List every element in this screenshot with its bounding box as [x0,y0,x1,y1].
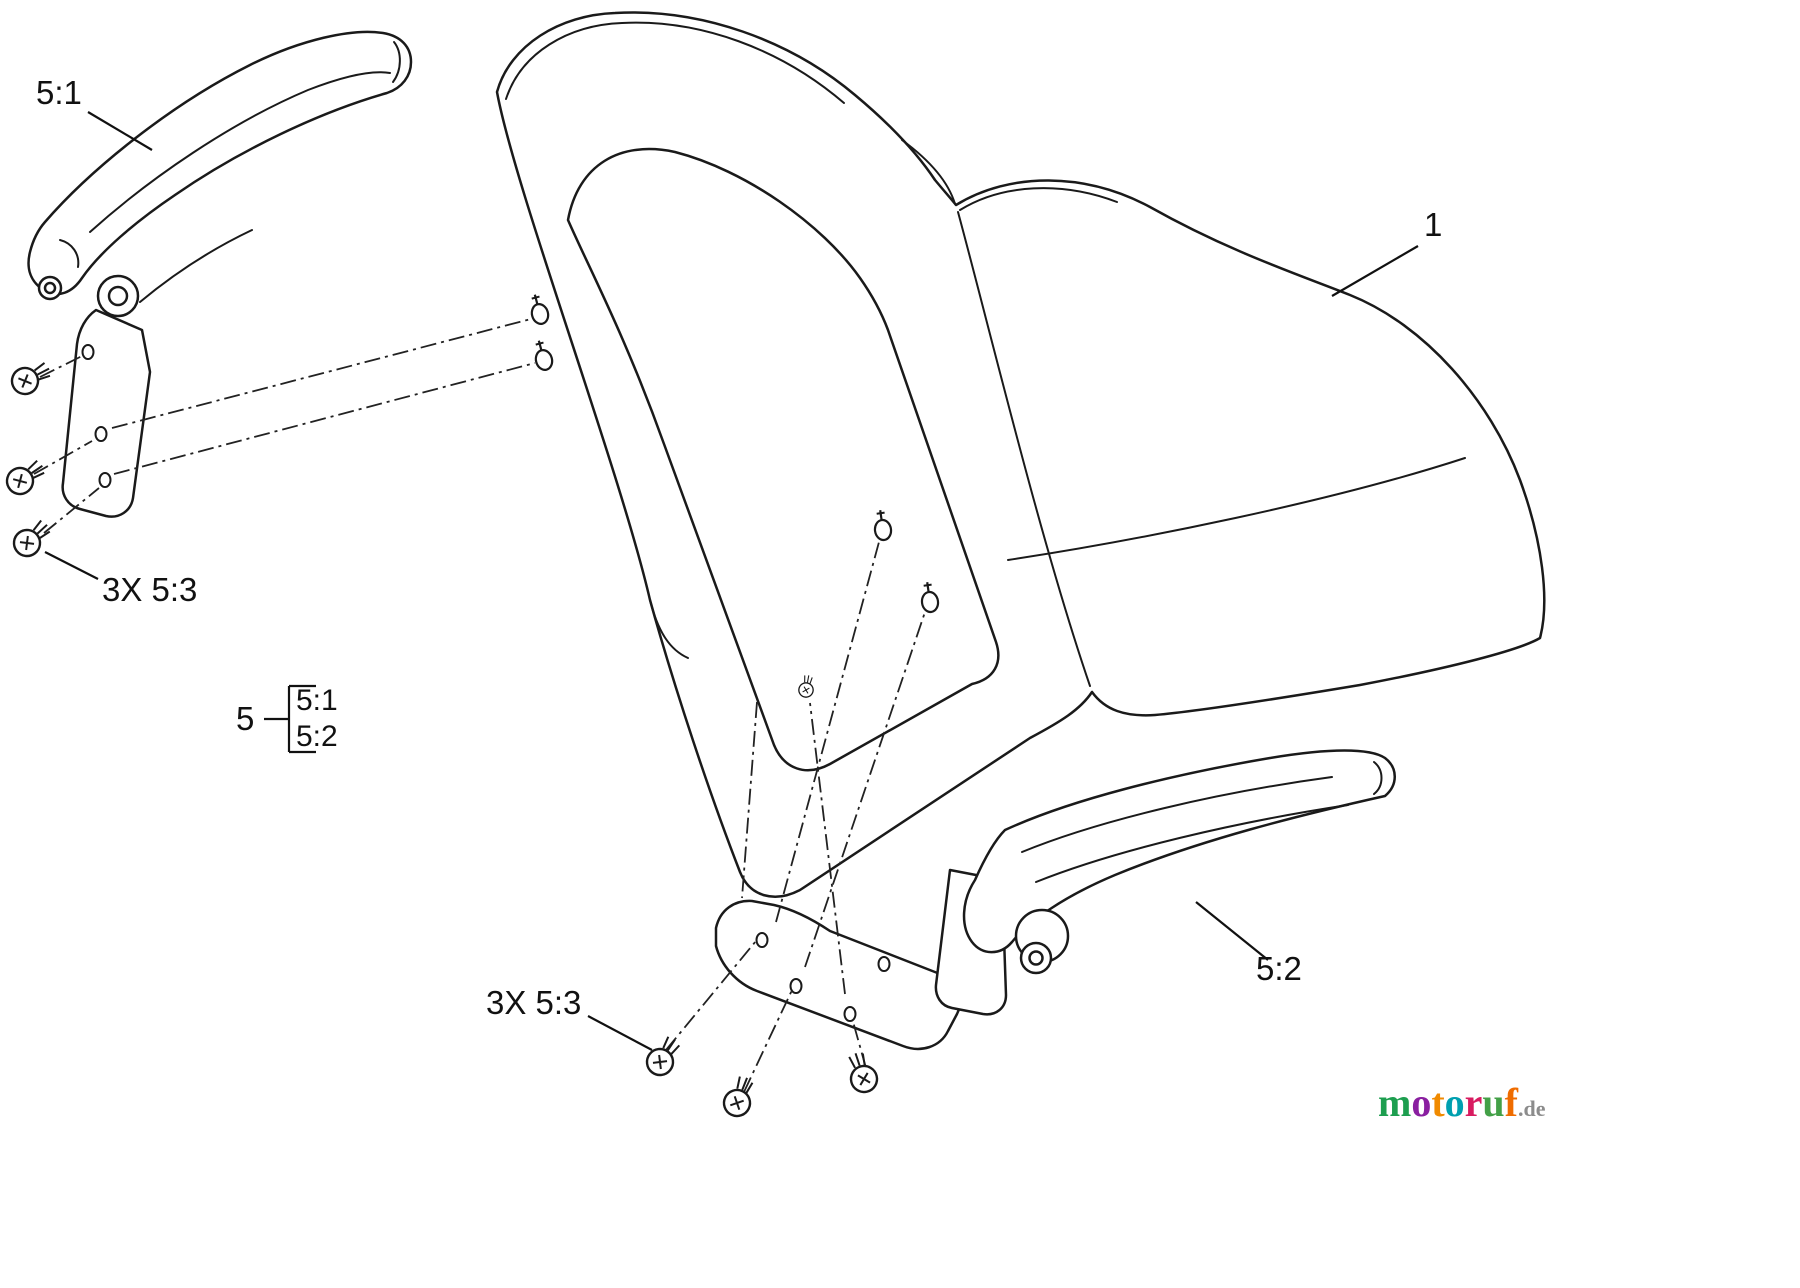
plate-hole [877,956,891,972]
seat-mount-plate [714,899,962,1051]
align-line [113,362,536,475]
plate-hole [789,978,803,994]
align-line [111,318,532,429]
callout-hardware-bottom: 3X 5:3 [486,984,581,1021]
armrest-right-seam-2 [1035,804,1349,883]
bracket-hole [98,472,112,488]
watermark-letter: r [1465,1080,1483,1125]
align-line [39,353,87,378]
armrest-left-end-button-center [43,281,57,295]
align-line [741,701,758,899]
align-line [33,440,93,475]
watermark-letter: o [1411,1080,1431,1125]
armrest-right-assembly [934,749,1396,1016]
backrest-cushion-boundary [957,211,1091,687]
armrest-left-seam-1 [89,71,391,233]
callout-labels: 5:1 1 3X 5:3 5 5:1 5:2 3X 5:3 5:2 [36,74,1442,1021]
armrest-right-tip-seam [1373,761,1383,795]
group-bracket [264,684,316,754]
leader-armrest-top [87,111,153,151]
armrest-left-support-seam [139,229,253,303]
armrest-left-pivot-center [107,285,129,307]
callout-seat: 1 [1424,206,1442,243]
armrest-right-pivot-center [1028,950,1044,966]
seat-headrest-seam [901,139,956,205]
armrest-left-end-seam [59,239,80,268]
armrest-left-assembly [27,30,413,518]
callout-group-item-1: 5:1 [296,684,338,717]
callout-armrest-bottom: 5:2 [1256,950,1302,987]
alignment-lines [33,318,926,1093]
cushion-top-seam [959,187,1118,211]
plate-hole [755,932,769,948]
seat-hole [529,337,556,373]
armrest-right-pad [962,749,1396,954]
plate-hole [843,1006,857,1022]
backrest-face-seam [566,147,1000,772]
armrest-left-end-button [37,275,63,301]
armrest-left-pad [27,30,413,296]
align-line [809,702,846,995]
screw-icon [718,1071,762,1122]
leader-armrest-bottom [1195,901,1269,961]
cushion-seam [1007,457,1466,561]
callout-hardware-left: 3X 5:3 [102,571,197,608]
align-line [804,611,926,968]
callout-group-id: 5 [236,700,254,737]
armrest-left-tip-seam [392,41,401,83]
bracket-hole [81,344,95,360]
screw-icon [1,455,52,500]
align-line [775,541,880,923]
watermark-motoruf: motoruf.de [1378,1080,1546,1125]
leader-hardware-left [44,551,99,580]
armrest-left-pivot-disc [96,274,140,318]
align-line [743,987,794,1093]
watermark-letter: m [1378,1080,1411,1125]
armrest-right-pivot-hub [1019,941,1053,975]
watermark-letter: o [1445,1080,1465,1125]
callout-group-item-2: 5:2 [296,720,338,753]
screw-icon [640,1031,689,1082]
backrest-notch-seam [649,599,689,659]
align-line [665,940,757,1051]
leader-seat [1331,245,1419,297]
watermark-letter: f [1505,1080,1519,1125]
screw-icon [843,1048,881,1096]
armrest-left-bracket [61,308,152,518]
leader-lines [44,111,1419,1051]
leader-hardware-bottom [587,1015,653,1051]
seat-top-seam [505,21,845,104]
align-line [43,487,100,534]
watermark-tld: .de [1518,1096,1546,1121]
armrest-right-seam-1 [1021,776,1333,853]
seat-hole [525,291,552,327]
callout-armrest-top: 5:1 [36,74,82,111]
bracket-hole [94,426,108,442]
screw-icon [6,357,57,400]
seat-assembly [495,11,1546,898]
watermark-letter: u [1482,1080,1504,1125]
watermark-letter: t [1431,1080,1445,1125]
